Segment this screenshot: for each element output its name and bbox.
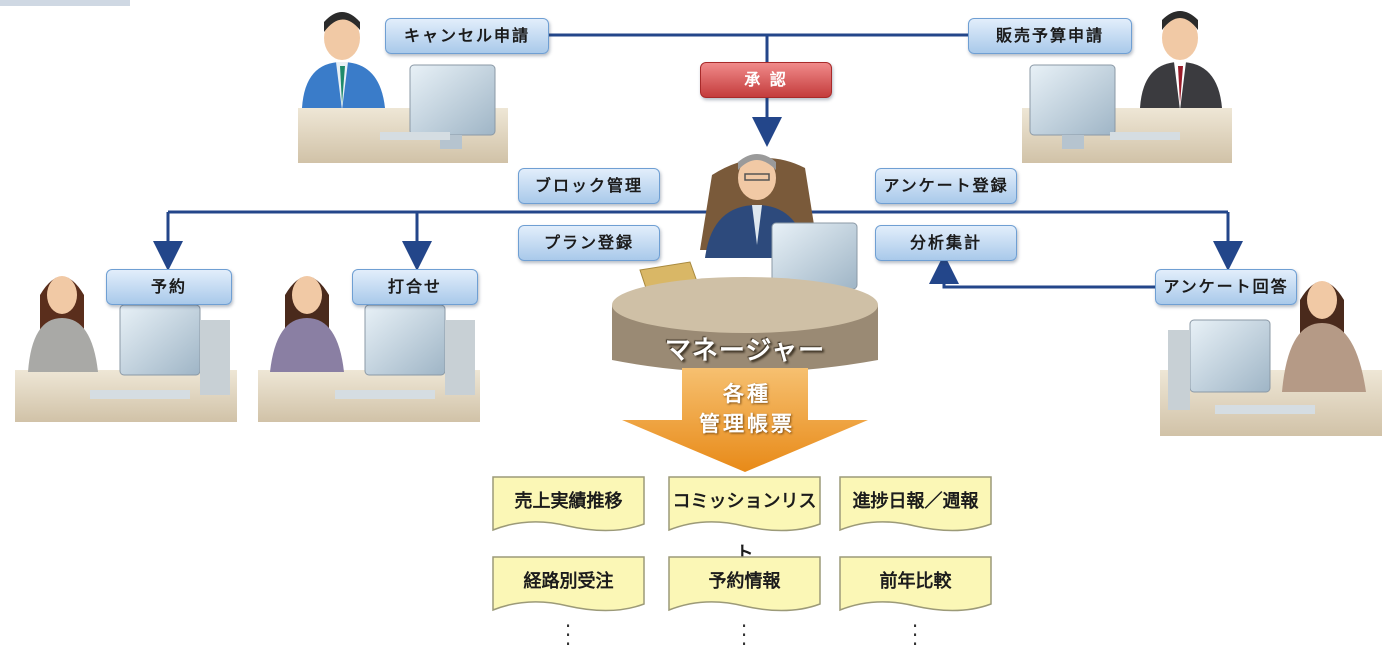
label-approval: 承 認: [700, 62, 832, 98]
staff-woman-1: [28, 276, 230, 399]
staff-man-left: [302, 12, 496, 149]
manager-figure: [639, 154, 858, 309]
document-label: 予約情報: [708, 571, 781, 592]
label-analysis: 分析集計: [875, 225, 1017, 261]
document-reservation-info: 予約情報: [668, 556, 821, 614]
label-reservation: 予約: [106, 269, 232, 305]
label-sales-budget-request: 販売予算申請: [968, 18, 1132, 54]
document-commission-list: コミッションリスト: [668, 476, 821, 564]
label-cancel-request: キャンセル申請: [385, 18, 549, 54]
staff-woman-3: [1168, 281, 1366, 414]
document-sales-trend: 売上実績推移: [492, 476, 645, 534]
more-dots-1: ···: [564, 614, 572, 656]
label-survey-answer: アンケート回答: [1155, 269, 1297, 305]
document-label: 前年比較: [879, 571, 952, 592]
top-connector: [548, 33, 968, 147]
document-label: 進捗日報／週報: [852, 491, 979, 512]
document-label: 売上実績推移: [514, 491, 623, 512]
document-orders-by-route: 経路別受注: [492, 556, 645, 614]
staff-woman-2: [270, 276, 475, 399]
reports-title-line2: 管理帳票: [699, 412, 795, 436]
reports-arrow: [622, 368, 868, 472]
document-label: 経路別受注: [523, 571, 614, 592]
manager-label: マネージャー: [664, 336, 826, 366]
reports-title-line1: 各種: [723, 382, 771, 406]
manager-desk: [612, 277, 878, 373]
corner-bar: [0, 0, 130, 6]
staff-man-right: [1029, 11, 1222, 149]
label-meeting: 打合せ: [352, 269, 478, 305]
more-dots-2: ···: [740, 614, 748, 656]
document-progress-report: 進捗日報／週報: [839, 476, 992, 534]
more-dots-3: ···: [911, 614, 919, 656]
document-year-comparison: 前年比較: [839, 556, 992, 614]
label-block-management: ブロック管理: [518, 168, 660, 204]
main-connector: [153, 210, 1243, 289]
label-plan-registration: プラン登録: [518, 225, 660, 261]
label-survey-registration: アンケート登録: [875, 168, 1017, 204]
